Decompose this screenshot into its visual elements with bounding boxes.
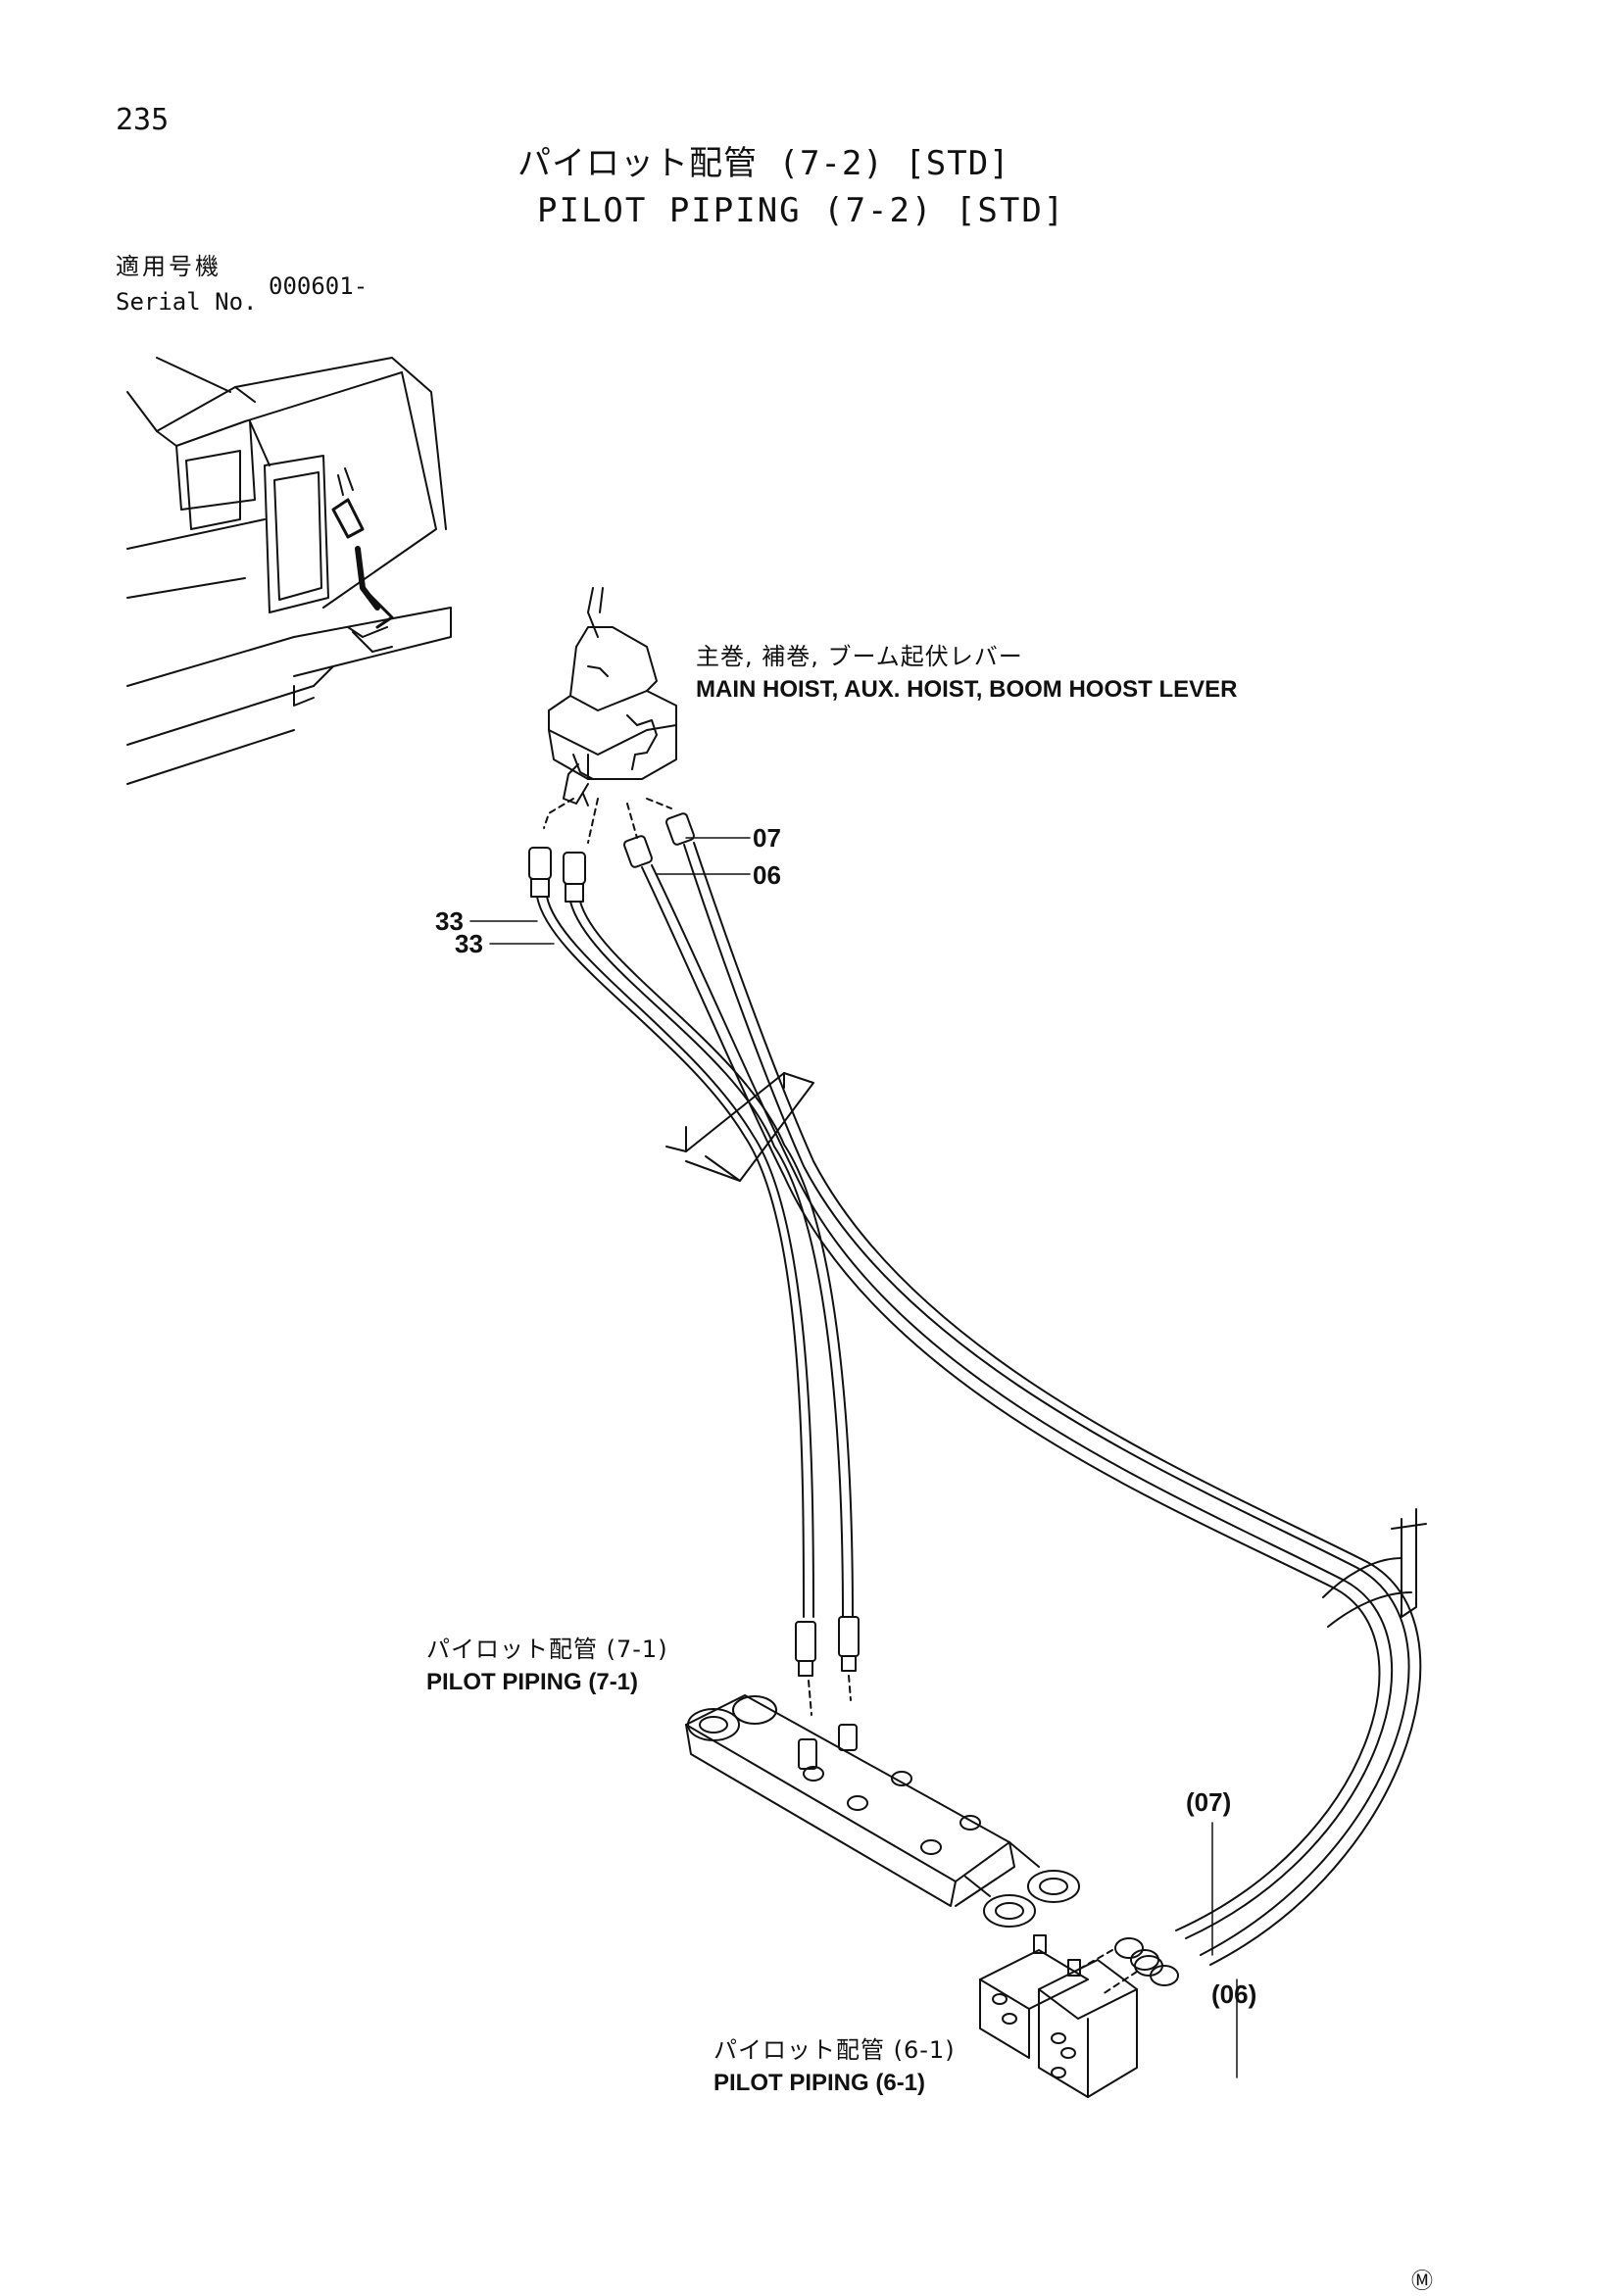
part-number-06-ref: (06) — [1211, 1979, 1257, 2009]
page-title-en: PILOT PIPING (7-2) [STD] — [537, 191, 1066, 230]
ref-6-1-label-ja: パイロット配管 (6-1) — [713, 2036, 956, 2064]
footer-mark: Ⓜ — [1411, 2270, 1434, 2294]
pilot-piping-6-1-block — [979, 1934, 1138, 2098]
serial-label-ja: 適用号機 — [116, 253, 221, 280]
serial-value: 000601- — [269, 272, 369, 300]
part-number-07-ref: (07) — [1186, 1787, 1232, 1817]
pilot-hoses — [536, 842, 1422, 1966]
pilot-valve-lever — [548, 587, 677, 806]
pilot-piping-7-1-block — [685, 1694, 1080, 1928]
ref-6-1-label-en: PILOT PIPING (6-1) — [713, 2070, 926, 2096]
page-title-ja: パイロット配管 (7-2) [STD] — [517, 144, 1010, 183]
leader-lines — [469, 837, 1238, 2078]
ref-7-1-label-ja: パイロット配管 (7-1) — [426, 1636, 668, 1663]
page-number: 235 — [116, 103, 170, 137]
lever-label-en: MAIN HOIST, AUX. HOIST, BOOM HOOST LEVER — [696, 676, 1238, 703]
part-number-07: 07 — [753, 823, 781, 853]
part-number-33-b: 33 — [455, 929, 483, 958]
hose-clamp-bracket — [665, 1072, 1427, 1628]
ref-7-1-label-en: PILOT PIPING (7-1) — [426, 1669, 639, 1695]
lever-label-ja: 主巻, 補巻, ブーム起伏レバー — [696, 643, 1023, 670]
part-number-33-a: 33 — [435, 906, 464, 936]
hose-fittings-upper — [528, 812, 695, 903]
part-number-06: 06 — [753, 860, 781, 890]
machine-cab-illustration — [126, 357, 452, 785]
serial-label-en: Serial No. — [116, 288, 258, 316]
